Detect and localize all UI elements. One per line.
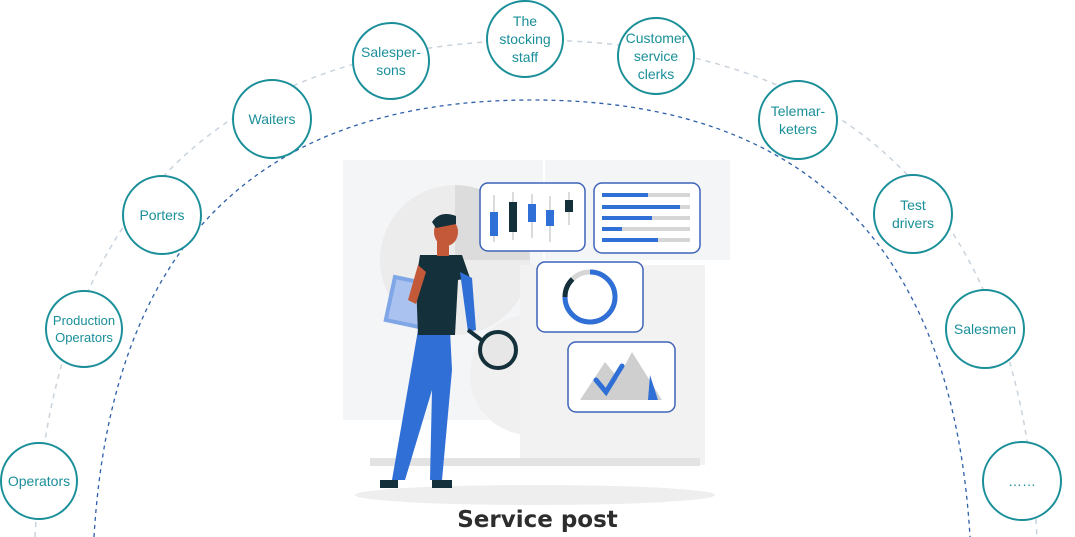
node-label: Telemar-keters: [770, 103, 826, 137]
node-porters: Porters: [122, 175, 202, 255]
bar-panel: [593, 182, 701, 254]
node-label: Operators: [7, 473, 71, 489]
person-figure: [380, 214, 518, 488]
inner-arc: [93, 99, 971, 537]
node-label: Salesmen: [953, 321, 1017, 337]
outer-arc: [34, 39, 1038, 537]
node-operators: Operators: [0, 442, 78, 520]
node-label: ……: [1008, 473, 1036, 489]
node-label: Waiters: [248, 111, 296, 127]
mountain-panel: [567, 341, 676, 413]
node-waiters: Waiters: [232, 79, 312, 159]
node-salesmen: Salesmen: [945, 289, 1025, 369]
node-label: Salesper-sons: [361, 44, 421, 78]
node-label: Porters: [139, 207, 185, 223]
page-title: Service post: [457, 507, 618, 533]
node-salespersons: Salesper-sons: [352, 22, 430, 100]
node-telemarketers: Telemar-keters: [758, 80, 838, 160]
candlestick-panel: [479, 182, 586, 252]
donut-panel: [536, 261, 644, 333]
node-more: ……: [982, 441, 1062, 521]
